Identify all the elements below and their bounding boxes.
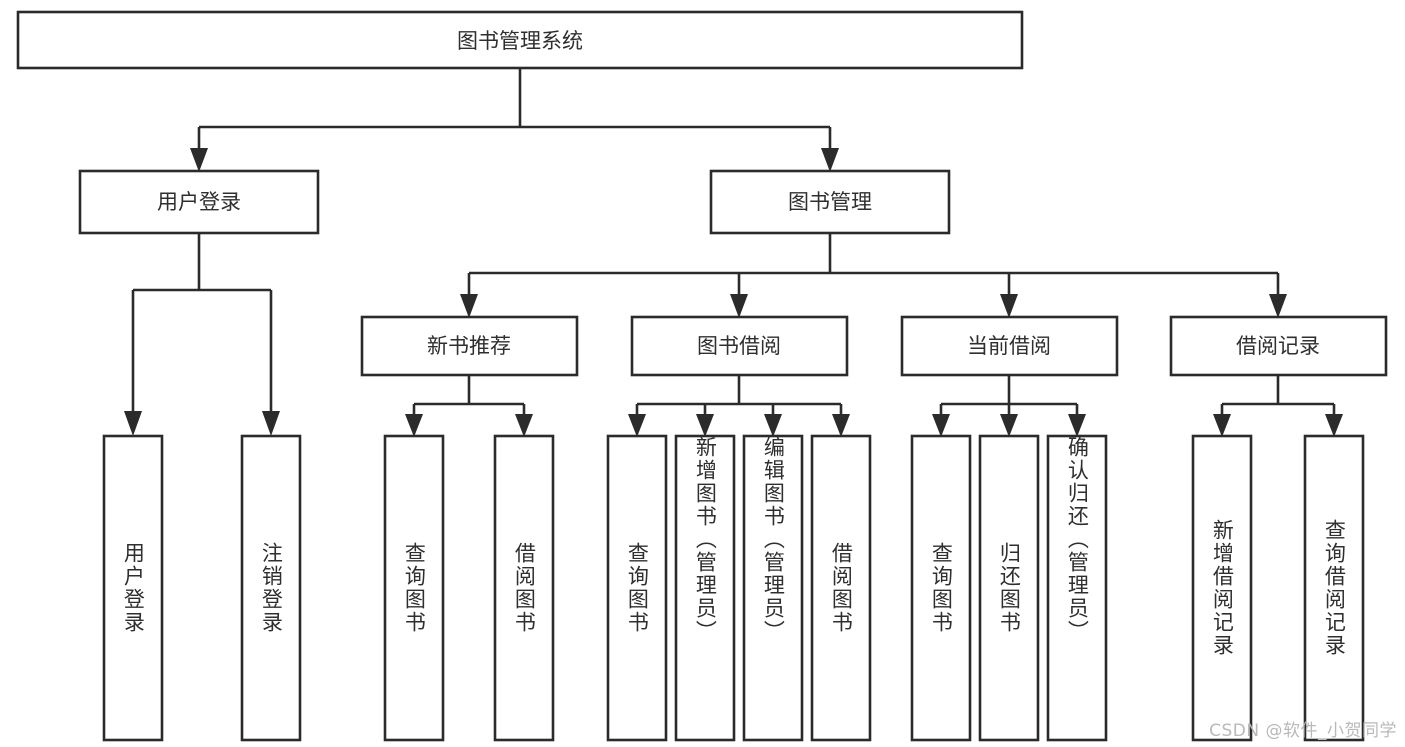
node-new-book-recommend[interactable] — [360, 315, 579, 377]
arrowhead-icon-leaf-query-book-2 — [628, 414, 646, 437]
watermark-text: CSDN @软件_小贺同学 — [1209, 721, 1397, 741]
arrowhead-icon-user-login — [190, 148, 208, 172]
node-leaf-return-book[interactable] — [978, 434, 1040, 742]
node-root[interactable] — [16, 10, 1024, 70]
arrowhead-icon-leaf-borrow-book-1 — [515, 414, 533, 437]
node-leaf-edit-book[interactable] — [742, 434, 804, 742]
arrowhead-layer — [124, 148, 1343, 437]
node-leaf-query-book-1[interactable] — [383, 434, 445, 742]
node-user-login[interactable] — [78, 169, 320, 235]
node-leaf-query-book-2[interactable] — [606, 434, 668, 742]
arrowhead-icon-leaf-query-book-1 — [405, 414, 423, 437]
arrowhead-icon-current — [1000, 294, 1018, 318]
arrowhead-icon-leaf-borrow-book-2 — [832, 414, 850, 437]
arrowhead-icon-leaf-edit-book — [764, 414, 782, 437]
node-book-borrow[interactable] — [630, 315, 849, 377]
node-box-layer: 图书管理系统 用户登录 图书管理 新书推荐 图书借阅 当前借阅 借阅记录 — [16, 10, 1388, 742]
arrowhead-icon-leaf-query-record — [1325, 414, 1343, 437]
arrowhead-icon-record — [1269, 294, 1287, 318]
node-borrow-record[interactable] — [1169, 315, 1388, 377]
node-leaf-borrow-book-2[interactable] — [810, 434, 872, 742]
arrowhead-icon-leaf-logout — [262, 411, 280, 436]
node-leaf-query-record[interactable] — [1303, 434, 1365, 742]
node-leaf-logout[interactable] — [240, 434, 302, 742]
node-leaf-user-login[interactable] — [102, 434, 164, 742]
arrowhead-icon-borrow — [730, 294, 748, 318]
node-root-label: 图书管理系统 — [457, 29, 583, 53]
arrowhead-icon-leaf-add-record — [1213, 414, 1231, 437]
node-user-login-label: 用户登录 — [157, 190, 241, 214]
node-leaf-confirm-return[interactable] — [1046, 434, 1108, 742]
arrowhead-icon-leaf-return-book — [1000, 414, 1018, 437]
arrowhead-icon-leaf-confirm-return — [1068, 414, 1086, 437]
node-borrow-record-label: 借阅记录 — [1236, 334, 1320, 358]
node-leaf-add-record[interactable] — [1191, 434, 1253, 742]
node-current-borrow[interactable] — [900, 315, 1119, 377]
node-leaf-borrow-book-1[interactable] — [493, 434, 555, 742]
node-book-manage[interactable] — [709, 169, 951, 235]
arrowhead-icon-leaf-query-book-3 — [932, 414, 950, 437]
arrowhead-icon-book-manage — [821, 148, 839, 172]
node-current-borrow-label: 当前借阅 — [967, 334, 1051, 358]
arrowhead-icon-leaf-add-book — [696, 414, 714, 437]
node-leaf-query-book-3[interactable] — [910, 434, 972, 742]
node-book-manage-label: 图书管理 — [788, 190, 872, 214]
node-book-borrow-label: 图书借阅 — [697, 334, 781, 358]
arrowhead-icon-recommend — [460, 294, 478, 318]
node-leaf-add-book[interactable] — [674, 434, 736, 742]
node-new-book-recommend-label: 新书推荐 — [427, 334, 511, 358]
arrowhead-icon-leaf-user-login — [124, 411, 142, 436]
